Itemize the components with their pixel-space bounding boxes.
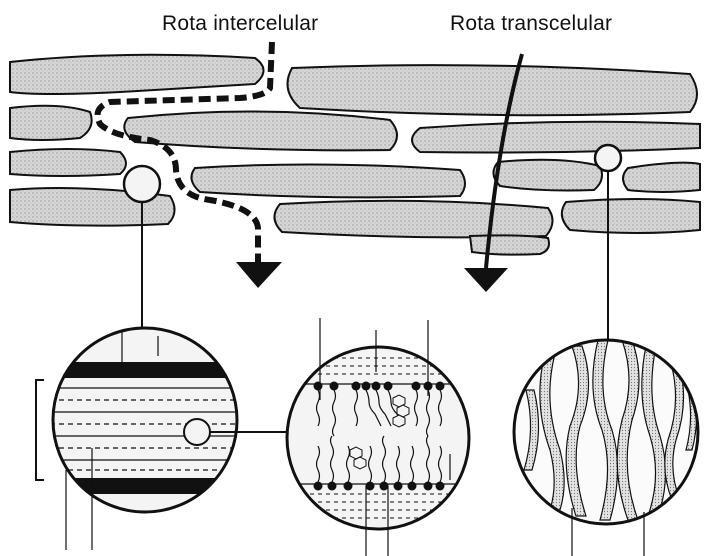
intercellular-arrowhead (236, 262, 282, 288)
corneocyte (562, 199, 700, 233)
corneocyte (10, 55, 264, 94)
corneocyte (10, 149, 126, 176)
lipid-bilayer-closeup (286, 346, 470, 530)
corneocyte (493, 160, 602, 191)
corneocyte (191, 164, 465, 197)
corneocyte (470, 235, 549, 254)
corneocyte (274, 201, 552, 238)
zoom-marker-left (124, 166, 160, 202)
zoom-marker-right (595, 145, 621, 171)
bracket (36, 380, 44, 480)
corneocyte (288, 65, 698, 115)
lipid-lamellae-closeup (50, 326, 240, 516)
keratin-filaments-closeup (512, 338, 702, 528)
corneocyte (10, 106, 92, 140)
transcellular-arrowhead (464, 268, 508, 292)
lipid-heads-top (314, 382, 445, 391)
corneocyte (412, 122, 700, 153)
corneocyte (124, 111, 397, 150)
corneocyte (623, 163, 700, 192)
pore-marker (184, 419, 210, 445)
